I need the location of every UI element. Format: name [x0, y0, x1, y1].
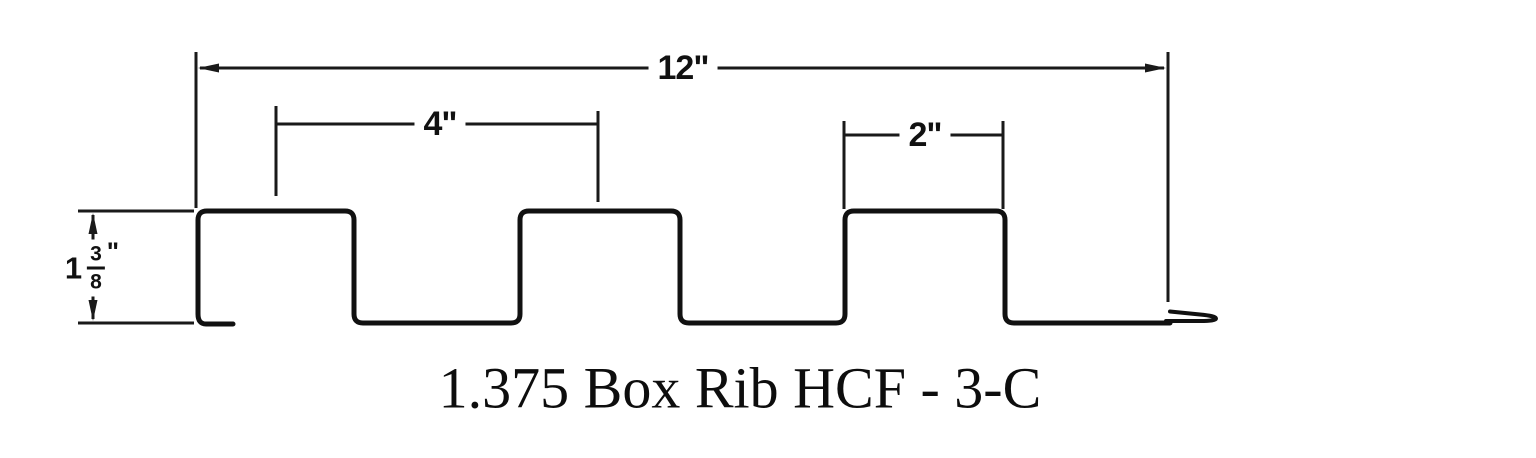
dimension-label-rib-height: 1 3 8 ": [60, 236, 124, 297]
rib-height-fraction-denominator: 8: [90, 270, 102, 294]
rib-height-fraction: 3 8: [87, 244, 105, 293]
arrowhead-height-top: [88, 213, 98, 234]
drawing-title: 1.375 Box Rib HCF - 3-C: [438, 355, 1042, 421]
panel-profile-path: [195, 208, 1173, 327]
dimension-label-overall-width: 12": [648, 51, 718, 85]
arrowhead-12-left: [198, 63, 219, 73]
rib-height-whole-number: 1: [64, 250, 83, 286]
rib-height-fraction-numerator: 3: [87, 244, 105, 270]
rib-height-unit: ": [106, 236, 120, 267]
dimension-label-rib-width: 2": [899, 118, 951, 152]
arrowhead-height-bottom: [88, 300, 98, 321]
dimension-label-rib-spacing: 4": [414, 107, 466, 141]
arrowhead-12-right: [1145, 63, 1166, 73]
panel-hem-hook: [1164, 309, 1218, 323]
